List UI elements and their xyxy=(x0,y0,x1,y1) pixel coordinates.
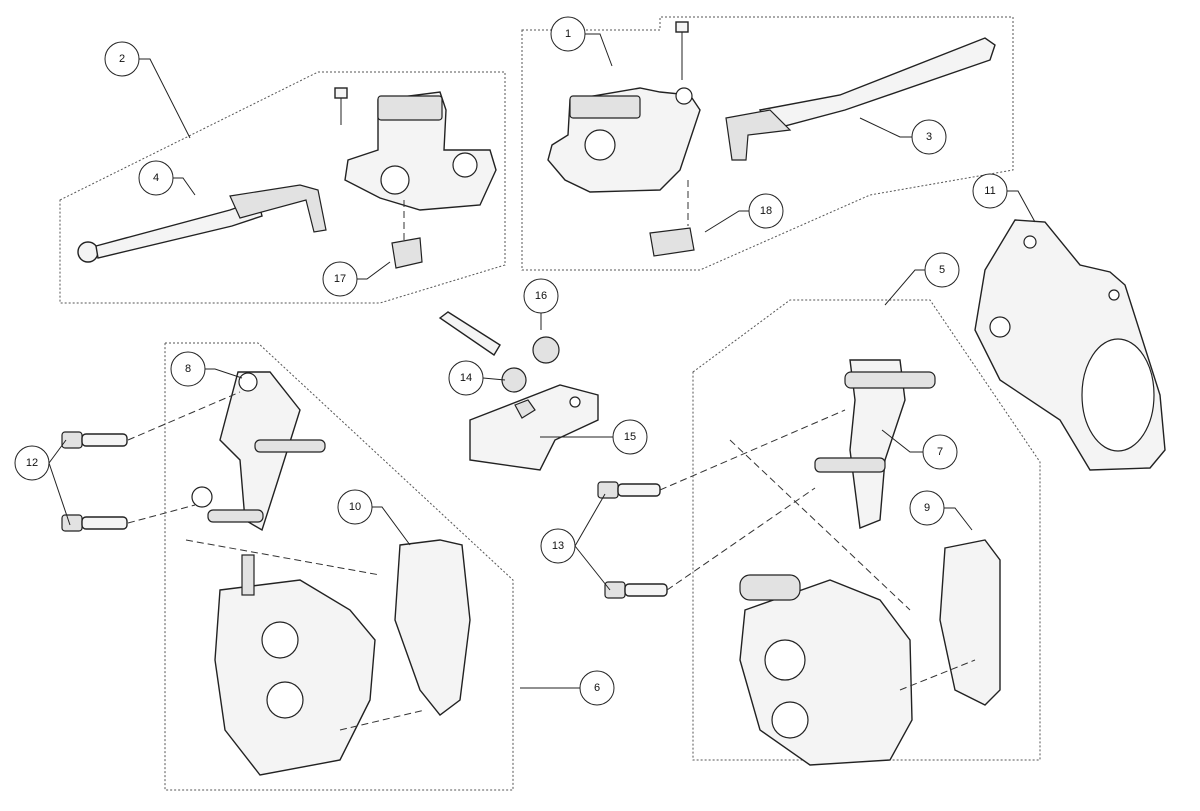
svg-text:18: 18 xyxy=(760,205,772,217)
assembly-line xyxy=(666,487,816,591)
left-master-cylinder xyxy=(334,87,497,269)
callout-13: 13 xyxy=(540,528,576,564)
callout-9: 9 xyxy=(909,490,945,526)
callout-11: 11 xyxy=(972,173,1008,209)
callout-8: 8 xyxy=(170,351,206,387)
left-master-cylinder-group-box xyxy=(59,71,506,304)
svg-text:7: 7 xyxy=(937,446,943,458)
right-master-cylinder xyxy=(547,21,701,257)
callout-4: 4 xyxy=(138,160,174,196)
left-brake-lever xyxy=(77,184,327,263)
left-brake-pads xyxy=(394,539,471,716)
callout-3: 3 xyxy=(911,119,947,155)
callout-17: 17 xyxy=(322,261,358,297)
right-brake-pads xyxy=(939,539,1001,706)
svg-text:9: 9 xyxy=(924,502,930,514)
right-caliper-bolts xyxy=(597,481,668,599)
left-brake-caliper xyxy=(191,371,376,776)
assembly-line xyxy=(127,504,196,524)
svg-text:1: 1 xyxy=(565,28,571,40)
left-caliper-bolts xyxy=(61,431,128,532)
callout-6: 6 xyxy=(579,670,615,706)
callout-15: 15 xyxy=(612,419,648,455)
callout-18: 18 xyxy=(748,193,784,229)
svg-text:8: 8 xyxy=(185,363,191,375)
callout-16: 16 xyxy=(523,278,559,314)
right-master-cylinder-group-box xyxy=(521,16,1014,271)
callout-14: 14 xyxy=(448,360,484,396)
svg-text:4: 4 xyxy=(153,172,159,184)
caliper-mount-plate xyxy=(974,219,1166,471)
callout-7: 7 xyxy=(922,434,958,470)
assembly-line xyxy=(127,391,241,441)
svg-text:16: 16 xyxy=(535,290,547,302)
svg-text:17: 17 xyxy=(334,273,346,285)
callout-10: 10 xyxy=(337,489,373,525)
svg-text:5: 5 xyxy=(939,264,945,276)
svg-text:6: 6 xyxy=(594,682,600,694)
left-caliper-group-box xyxy=(164,342,514,791)
svg-text:12: 12 xyxy=(26,457,38,469)
svg-text:15: 15 xyxy=(624,431,636,443)
callout-2: 2 xyxy=(104,41,140,77)
mounting-bracket xyxy=(438,311,599,471)
assembly-line xyxy=(729,439,911,611)
svg-text:3: 3 xyxy=(926,131,932,143)
svg-text:13: 13 xyxy=(552,540,564,552)
right-brake-caliper xyxy=(739,359,936,766)
svg-text:2: 2 xyxy=(119,53,125,65)
callout-1: 1 xyxy=(550,16,586,52)
assembly-line xyxy=(899,659,976,691)
assembly-line xyxy=(339,709,426,731)
assembly-line xyxy=(659,409,846,491)
svg-text:10: 10 xyxy=(349,501,361,513)
svg-text:14: 14 xyxy=(460,372,472,384)
svg-text:11: 11 xyxy=(984,185,995,197)
callout-12: 12 xyxy=(14,445,50,481)
right-caliper-group-box xyxy=(692,299,1041,761)
right-brake-lever xyxy=(725,37,996,161)
leader-lines xyxy=(48,33,1036,689)
assembly-line xyxy=(185,539,381,576)
callout-5: 5 xyxy=(924,252,960,288)
